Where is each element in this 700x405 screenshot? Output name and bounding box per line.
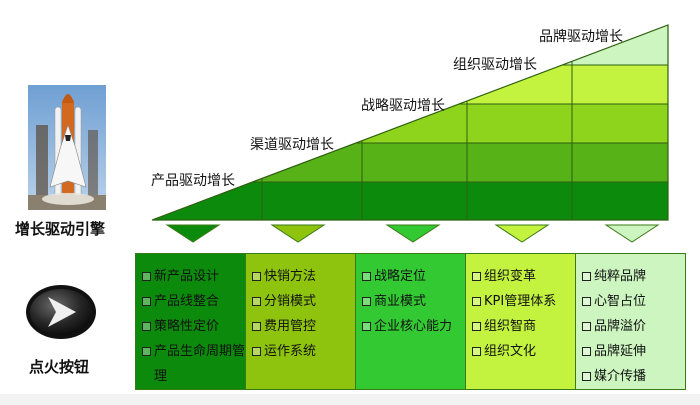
- stage-label-brand: 品牌驱动增长: [539, 29, 623, 45]
- item-channel-3: 运作系统: [252, 339, 355, 364]
- staircase-outline: [151, 24, 669, 221]
- item-channel-1: 分销模式: [252, 289, 355, 314]
- band-0: [152, 182, 668, 220]
- column-strategy: 战略定位商业模式企业核心能力: [355, 253, 466, 390]
- checkbox-bullet-icon: [472, 297, 481, 306]
- checkbox-bullet-icon: [472, 272, 481, 281]
- column-channel: 快销方法分销模式费用管控运作系统: [245, 253, 356, 390]
- item-text: 运作系统: [264, 344, 317, 359]
- item-text: 纯粹品牌: [594, 269, 647, 284]
- item-organization-0: 组织变革: [472, 264, 575, 289]
- checkbox-bullet-icon: [582, 272, 591, 281]
- item-text: 分销模式: [264, 294, 317, 309]
- item-text: 组织智商: [484, 319, 537, 334]
- checkbox-bullet-icon: [252, 272, 261, 281]
- footer-strip: [0, 394, 700, 405]
- checkbox-bullet-icon: [362, 297, 371, 306]
- item-list-channel: 快销方法分销模式费用管控运作系统: [252, 264, 355, 364]
- band-3: [458, 65, 668, 104]
- engine-label: 增长驱动引擎: [15, 220, 106, 238]
- item-text: 组织文化: [484, 344, 537, 359]
- column-brand: 纯粹品牌心智占位品牌溢价品牌延伸媒介传播: [575, 253, 686, 390]
- stage-label-organization: 组织驱动增长: [453, 57, 537, 73]
- item-list-brand: 纯粹品牌心智占位品牌溢价品牌延伸媒介传播: [582, 264, 685, 389]
- checkbox-bullet-icon: [252, 322, 261, 331]
- down-arrow-icon-1: [270, 224, 326, 243]
- checkbox-bullet-icon: [142, 347, 151, 356]
- item-text: 品牌延伸: [594, 344, 647, 359]
- item-text: 心智占位: [594, 294, 647, 309]
- checkbox-bullet-icon: [252, 297, 261, 306]
- checkbox-bullet-icon: [142, 272, 151, 281]
- down-arrow-icon-0: [165, 224, 221, 243]
- item-strategy-0: 战略定位: [362, 264, 465, 289]
- item-brand-4: 媒介传播: [582, 364, 685, 389]
- ignition-button[interactable]: [24, 283, 98, 341]
- item-channel-2: 费用管控: [252, 314, 355, 339]
- item-text: KPI管理体系: [484, 294, 557, 309]
- down-arrow-icon-3: [494, 224, 550, 243]
- item-organization-3: 组织文化: [472, 339, 575, 364]
- item-product-2: 策略性定价: [142, 314, 245, 339]
- item-text: 产品生命周期管理: [154, 344, 246, 384]
- band-1: [252, 143, 669, 182]
- down-arrow-icon-4: [604, 224, 660, 243]
- item-text: 快销方法: [264, 269, 317, 284]
- checkbox-bullet-icon: [362, 322, 371, 331]
- checkbox-bullet-icon: [582, 372, 591, 381]
- item-list-organization: 组织变革 KPI管理体系组织智商组织文化: [472, 264, 575, 364]
- space-shuttle-icon: [28, 85, 106, 210]
- checkbox-bullet-icon: [252, 347, 261, 356]
- item-product-0: 新产品设计: [142, 264, 245, 289]
- item-channel-0: 快销方法: [252, 264, 355, 289]
- column-product: 新产品设计产品线整合策略性定价产品生命周期管理: [135, 253, 246, 390]
- item-brand-3: 品牌延伸: [582, 339, 685, 364]
- ignition-label: 点火按钮: [29, 358, 90, 376]
- chevron-right-icon: [48, 297, 76, 327]
- item-text: 费用管控: [264, 319, 317, 334]
- checkbox-bullet-icon: [582, 347, 591, 356]
- item-organization-1: KPI管理体系: [472, 289, 575, 314]
- stage-label-strategy: 战略驱动增长: [361, 98, 445, 114]
- checkbox-bullet-icon: [142, 297, 151, 306]
- item-brand-1: 心智占位: [582, 289, 685, 314]
- stage-label-product: 产品驱动增长: [151, 173, 235, 189]
- column-organization: 组织变革 KPI管理体系组织智商组织文化: [465, 253, 576, 390]
- item-organization-2: 组织智商: [472, 314, 575, 339]
- item-list-strategy: 战略定位商业模式企业核心能力: [362, 264, 465, 339]
- item-text: 战略定位: [374, 269, 427, 284]
- item-brand-2: 品牌溢价: [582, 314, 685, 339]
- checkbox-bullet-icon: [142, 322, 151, 331]
- item-text: 媒介传播: [594, 369, 647, 384]
- item-list-product: 新产品设计产品线整合策略性定价产品生命周期管理: [142, 264, 245, 389]
- checkbox-bullet-icon: [472, 322, 481, 331]
- item-strategy-1: 商业模式: [362, 289, 465, 314]
- item-strategy-2: 企业核心能力: [362, 314, 465, 339]
- item-product-3: 产品生命周期管理: [142, 339, 245, 389]
- checkbox-bullet-icon: [362, 272, 371, 281]
- item-text: 企业核心能力: [374, 319, 453, 334]
- item-text: 新产品设计: [154, 269, 220, 284]
- item-brand-0: 纯粹品牌: [582, 264, 685, 289]
- stage-label-channel: 渠道驱动增长: [250, 137, 334, 153]
- down-arrow-icon-2: [385, 224, 441, 243]
- checkbox-bullet-icon: [582, 322, 591, 331]
- item-text: 品牌溢价: [594, 319, 647, 334]
- checkbox-bullet-icon: [582, 297, 591, 306]
- item-text: 组织变革: [484, 269, 537, 284]
- item-text: 产品线整合: [154, 294, 220, 309]
- item-text: 商业模式: [374, 294, 427, 309]
- checkbox-bullet-icon: [472, 347, 481, 356]
- item-text: 策略性定价: [154, 319, 220, 334]
- item-product-1: 产品线整合: [142, 289, 245, 314]
